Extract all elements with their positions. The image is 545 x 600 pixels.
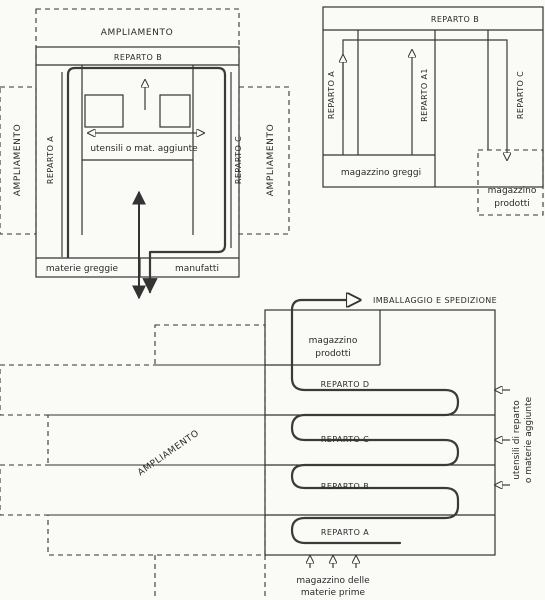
ampliamento-left-label: AMPLIAMENTO: [13, 124, 23, 197]
utensili-label: utensili o mat. aggiunte: [90, 144, 198, 154]
reparto-c-label: REPARTO C: [234, 136, 243, 184]
ampliamento-diagonal-label: AMPLIAMENTO: [136, 428, 201, 478]
ampliamento-zone-c: [47, 414, 266, 466]
magazzino-materie-label-2: materie prime: [301, 588, 366, 598]
reparto-c-label-2: REPARTO C: [516, 71, 525, 119]
reparto-a-label-3: REPARTO A: [321, 528, 369, 537]
reparto-a-label: REPARTO A: [46, 136, 55, 184]
utensili-label-3b: o materie aggiunte: [524, 396, 534, 483]
reparto-d-label: REPARTO D: [321, 380, 370, 389]
magazzino-prodotti-label-3b: prodotti: [315, 349, 351, 359]
flow-path-1: [66, 66, 227, 294]
utensili-label-3a: utensili di reparto: [512, 400, 522, 480]
ampliamento-right-zone: [238, 86, 290, 235]
diagram-2: REPARTO B REPARTO A REPARTO A1 REPARTO C…: [322, 6, 544, 216]
building-1: [35, 46, 240, 278]
reparto-b-label: REPARTO B: [114, 53, 162, 62]
ampliamento-zone-b: [0, 364, 266, 416]
ampliamento-zone-e: [47, 514, 266, 556]
magazzino-prodotti-label-3a: magazzino: [309, 336, 358, 346]
diagram-3: IMBALLAGGIO E SPEDIZIONE magazzino prodo…: [0, 296, 534, 600]
reparto-b-label-2: REPARTO B: [431, 15, 479, 24]
diagram-1: AMPLIAMENTO REPARTO B REPARTO A REPARTO …: [0, 8, 290, 300]
manufatti-label: manufatti: [175, 264, 219, 274]
materie-greggie-label: materie greggie: [46, 264, 119, 274]
magazzino-prodotti-zone: [477, 149, 544, 216]
ampliamento-right-label: AMPLIAMENTO: [266, 124, 276, 197]
reparto-c-label-3: REPARTO C: [321, 435, 369, 444]
ampliamento-top-label: AMPLIAMENTO: [101, 28, 174, 38]
ampliamento-zone-d: [0, 464, 266, 516]
magazzino-greggi-label: magazzino greggi: [341, 168, 421, 178]
magazzino-prodotti-label-1: magazzino: [488, 186, 537, 196]
magazzino-prodotti-label-2: prodotti: [494, 199, 530, 209]
flow-path-3: [290, 300, 460, 545]
ampliamento-zone-a: [154, 324, 266, 366]
building-2: [322, 6, 544, 188]
reparto-a-label-2: REPARTO A: [327, 71, 336, 119]
reparto-a1-label: REPARTO A1: [420, 68, 429, 122]
magazzino-materie-label-1: magazzino delle: [296, 576, 370, 586]
imballaggio-label: IMBALLAGGIO E SPEDIZIONE: [373, 296, 497, 305]
reparto-b-label-3: REPARTO B: [321, 482, 369, 491]
